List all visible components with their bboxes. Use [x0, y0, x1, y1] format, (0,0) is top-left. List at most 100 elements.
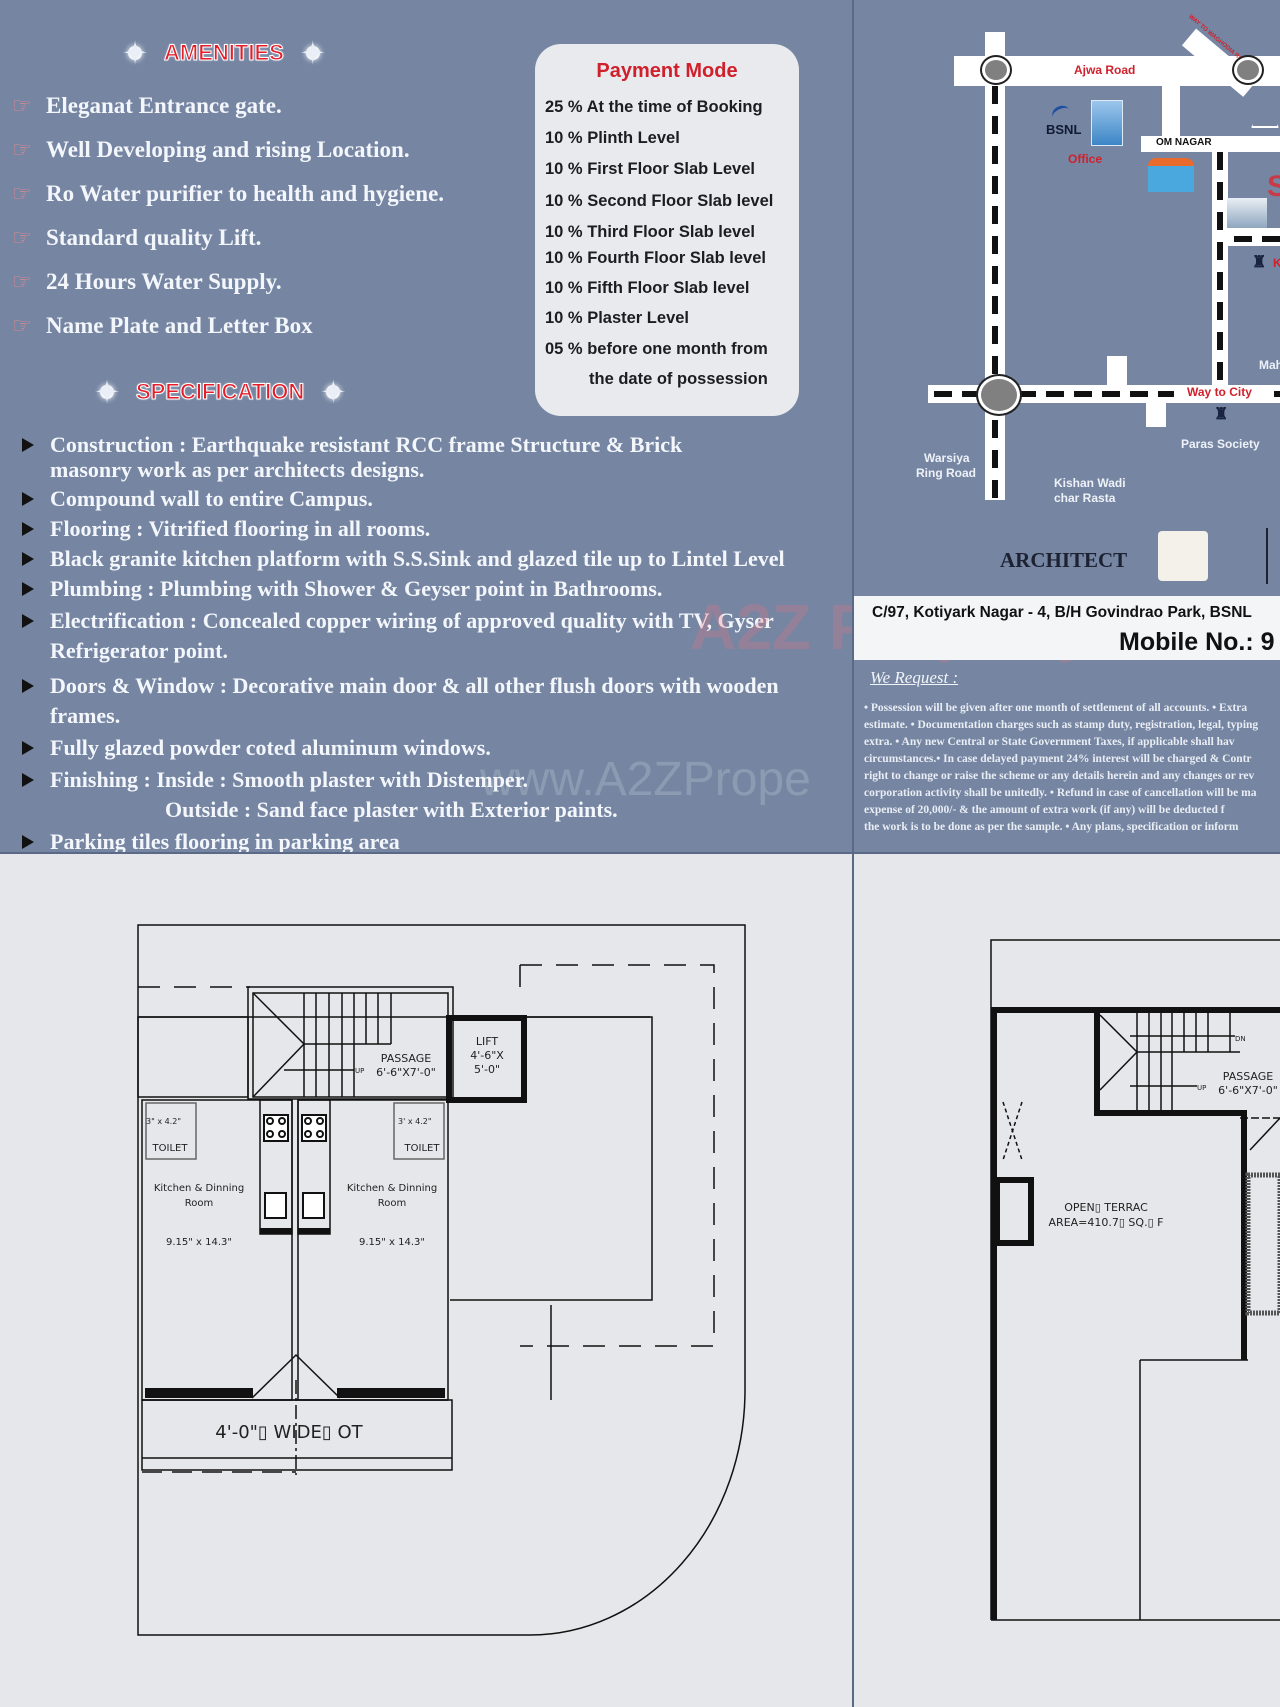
- payment-row: 25 % At the time of Booking: [545, 98, 763, 116]
- triangle-bullet-icon: [22, 679, 34, 693]
- amenity-text: Standard quality Lift.: [46, 225, 262, 250]
- terms-line: circumstances.• In case delayed payment …: [864, 753, 1252, 765]
- spec-item: Construction : Earthquake resistant RCC …: [20, 432, 860, 482]
- divider: [1266, 528, 1268, 584]
- passage-size: 6'-6"X7'-0": [1218, 1084, 1278, 1097]
- map-label-k: K: [1273, 256, 1280, 270]
- amenity-text: Ro Water purifier to health and hygiene.: [46, 181, 445, 206]
- road-dash: [1217, 152, 1223, 382]
- passage-size: 6'-6"X7'-0": [376, 1066, 436, 1079]
- spec-text: Construction : Earthquake resistant RCC …: [50, 432, 683, 457]
- triangle-bullet-icon: [22, 773, 34, 787]
- amenity-text: Well Developing and rising Location.: [46, 137, 410, 162]
- payment-mode-card: Payment Mode 25 % At the time of Booking…: [535, 44, 799, 416]
- sparkle-icon: [92, 373, 122, 411]
- terms-line: expense of 20,000/- & the amount of extr…: [864, 804, 1225, 816]
- triangle-bullet-icon: [22, 835, 34, 849]
- amenity-item: ☞Ro Water purifier to health and hygiene…: [12, 172, 444, 216]
- amenity-text: Eleganat Entrance gate.: [46, 93, 282, 118]
- spec-item: Parking tiles flooring in parking area: [20, 827, 860, 857]
- road-dash: [1274, 391, 1280, 397]
- amenities-heading: AMENITIES: [120, 34, 328, 72]
- pointing-hand-icon: ☞: [12, 269, 32, 294]
- payment-mode-title: Payment Mode: [596, 60, 738, 82]
- amenity-item: ☞ 24 Hours Water Supply.: [12, 260, 444, 304]
- road-dash: [1234, 236, 1280, 242]
- payment-row: 10 % Plinth Level: [545, 129, 680, 147]
- spec-text: Electrification : Concealed copper wirin…: [50, 608, 774, 633]
- amenity-text: 24 Hours Water Supply.: [46, 269, 282, 294]
- toilet-label: TOILET: [152, 1143, 189, 1154]
- map-label-way-to-city: Way to City: [1187, 385, 1252, 399]
- toilet-label: TOILET: [404, 1143, 441, 1154]
- road-connector: [1162, 86, 1180, 136]
- stair-up-label: UP: [355, 1067, 364, 1075]
- spec-text: Refrigerator point.: [50, 638, 228, 663]
- triangle-bullet-icon: [22, 741, 34, 755]
- spec-item: Black granite kitchen platform with S.S.…: [20, 546, 860, 571]
- amenity-item: ☞ Name Plate and Letter Box: [12, 304, 444, 348]
- terms-line: the work is to be done as per the sample…: [864, 821, 1239, 833]
- lift-label: LIFT: [476, 1035, 499, 1048]
- kitchen-label: Room: [185, 1198, 213, 1209]
- society-icon: ♜: [1252, 254, 1267, 271]
- kitchen-size: 9.15" x 14.3": [166, 1237, 232, 1248]
- payment-row: 10 % Third Floor Slab level: [545, 223, 755, 241]
- roundabout-icon: [978, 376, 1020, 414]
- spec-item: Fully glazed powder coted aluminum windo…: [20, 733, 860, 763]
- map-label-ring-road: Ring Road: [916, 466, 976, 480]
- otta-label: 4'-0"▯ WIDE▯ OT: [215, 1422, 363, 1443]
- kitchen-label: Room: [378, 1198, 406, 1209]
- payment-row: 10 % Second Floor Slab level: [545, 192, 774, 210]
- water-tower-icon: [1251, 100, 1279, 128]
- map-label-paras-society: Paras Society: [1181, 437, 1260, 451]
- pointing-hand-icon: ☞: [12, 313, 32, 338]
- request-heading: We Request :: [870, 668, 958, 688]
- terms-line: • Possession will be given after one mon…: [864, 702, 1248, 714]
- terms-line: corporation activity shall be unitedly. …: [864, 787, 1257, 799]
- stair-down-label: DN: [1235, 1035, 1246, 1043]
- road-stub: [1146, 403, 1166, 427]
- pointing-hand-icon: ☞: [12, 137, 32, 162]
- architect-row: ARCHITECT: [854, 520, 1280, 596]
- address-strip: C/97, Kotiyark Nagar - 4, B/H Govindrao …: [854, 596, 1280, 660]
- spec-item: Compound wall to entire Campus.: [20, 486, 860, 511]
- specification-heading: SPECIFICATION: [92, 373, 348, 411]
- toilet-size: 3" x 4.2": [146, 1117, 181, 1126]
- sparkle-icon: [298, 34, 328, 72]
- terms-line: extra. • Any new Central or State Govern…: [864, 736, 1235, 748]
- triangle-bullet-icon: [22, 614, 34, 628]
- building-photo-icon: [1227, 198, 1267, 228]
- amenity-text: Name Plate and Letter Box: [46, 313, 313, 338]
- map-label-char-rasta: char Rasta: [1054, 491, 1116, 505]
- spec-item: Plumbing : Plumbing with Shower & Geyser…: [20, 576, 860, 601]
- specification-list: Construction : Earthquake resistant RCC …: [20, 432, 860, 857]
- spec-text: Black granite kitchen platform with S.S.…: [50, 546, 785, 571]
- map-label-kishan-wadi: Kishan Wadi: [1054, 476, 1126, 490]
- spec-text: Outside : Sand face plaster with Exterio…: [165, 797, 618, 822]
- road-dash: [992, 86, 998, 376]
- spec-text: masonry work as per architects designs.: [50, 457, 425, 482]
- request-terms: • Possession will be given after one mon…: [864, 700, 1280, 836]
- kitchen-label: Kitchen & Dinning: [347, 1183, 437, 1194]
- spec-text: Compound wall to entire Campus.: [50, 486, 373, 511]
- payment-row: 10 % First Floor Slab Level: [545, 160, 755, 178]
- spec-text: Fully glazed powder coted aluminum windo…: [50, 735, 491, 760]
- amenity-item: ☞Eleganat Entrance gate.: [12, 84, 444, 128]
- toilet-size: 3' x 4.2": [398, 1117, 432, 1126]
- terrace-area: AREA=410.7▯ SQ.▯ F: [1049, 1216, 1164, 1229]
- roundabout-icon: [982, 57, 1010, 83]
- triangle-bullet-icon: [22, 582, 34, 596]
- payment-row: 10 % Fourth Floor Slab level: [545, 249, 766, 267]
- map-label-om-nagar: OM NAGAR: [1156, 137, 1212, 148]
- road-dash: [992, 420, 998, 500]
- terms-line: estimate. • Documentation charges such a…: [864, 719, 1259, 731]
- payment-row: 10 % Fifth Floor Slab level: [545, 279, 750, 297]
- payment-row: the date of possession: [589, 370, 768, 388]
- road-dash: [934, 391, 1174, 397]
- passage-label: PASSAGE: [381, 1052, 431, 1065]
- triangle-bullet-icon: [22, 552, 34, 566]
- triangle-bullet-icon: [22, 438, 34, 452]
- architect-logo: [1158, 531, 1208, 581]
- bsnl-logo-icon: [1049, 102, 1073, 125]
